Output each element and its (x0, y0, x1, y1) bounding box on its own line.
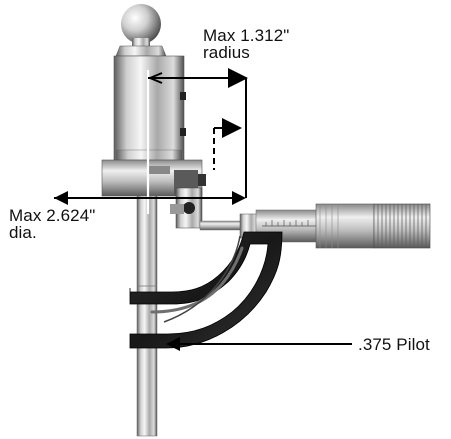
radius-label-line1: Max 1.312" (203, 26, 290, 45)
micrometer-frame (129, 231, 283, 349)
gage-body (113, 55, 186, 161)
base-fixture (101, 159, 206, 229)
radius-label: Max 1.312" radius (203, 27, 289, 61)
radius-dimension-arrow (148, 68, 248, 198)
pilot-label-text: .375 Pilot (358, 335, 430, 354)
diameter-dimension-arrow (54, 191, 246, 205)
ball-handle-icon (115, 4, 167, 57)
diameter-label: Max 2.624" dia. (9, 207, 95, 241)
diameter-label-line1: Max 2.624" (9, 206, 96, 225)
pilot-shaft (136, 195, 158, 437)
micrometer-icon (199, 203, 431, 249)
diameter-label-line2: dia. (9, 223, 37, 242)
pilot-leader-arrow (166, 337, 352, 351)
radius-label-line2: radius (203, 43, 250, 62)
pilot-label: .375 Pilot (358, 336, 430, 353)
